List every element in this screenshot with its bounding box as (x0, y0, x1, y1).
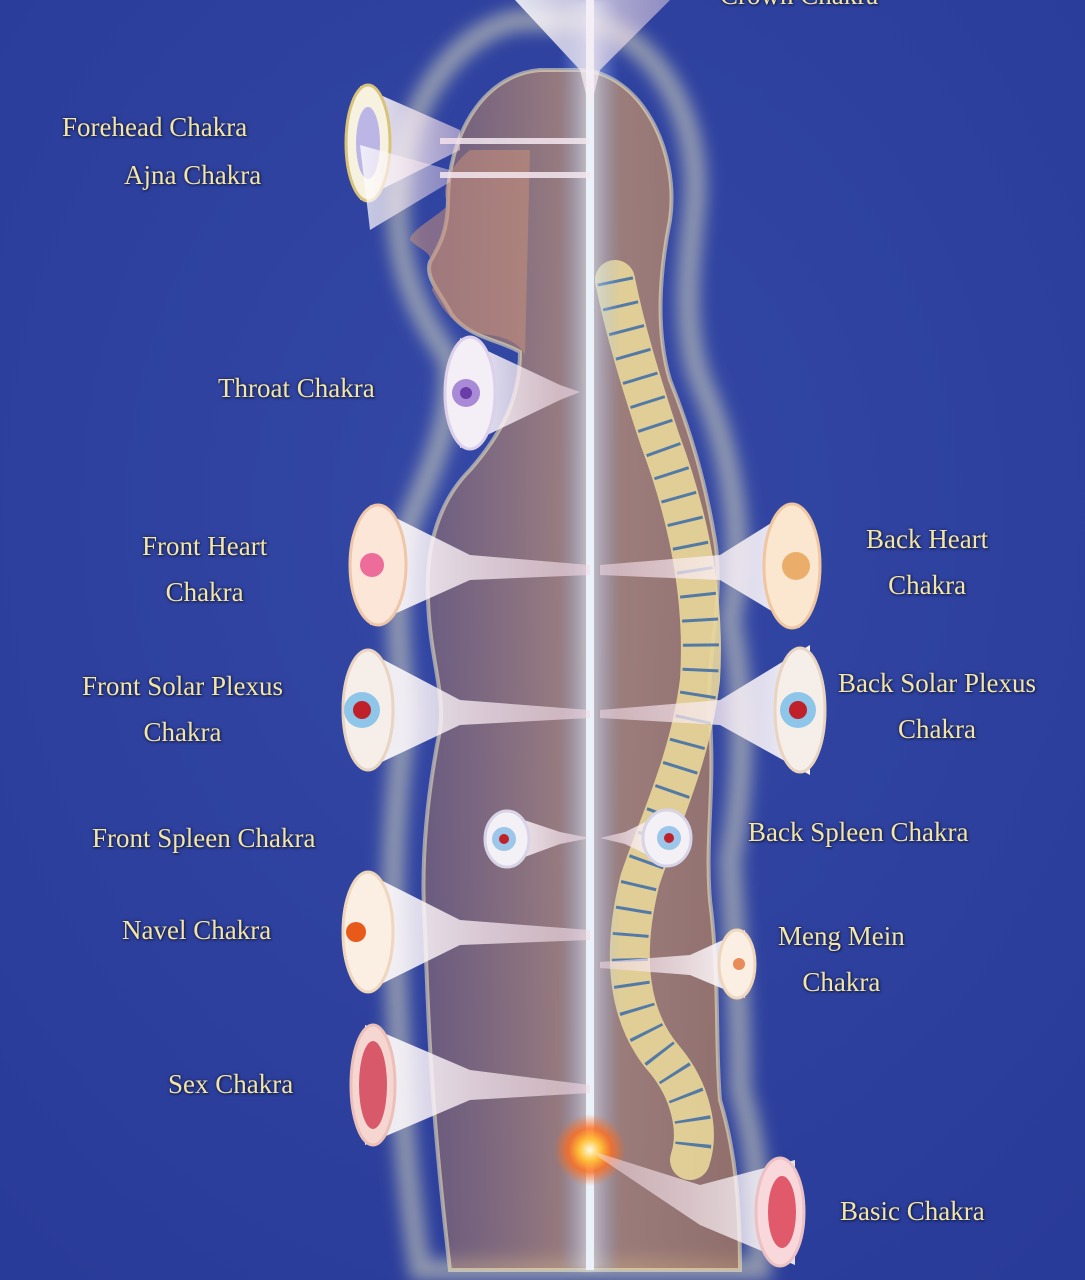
front-heart-chakra-label: Front Heart Chakra (142, 531, 268, 607)
crown-chakra-label: Crown Chakra (720, 0, 878, 18)
front-spleen-chakra (483, 809, 590, 869)
meng-mein-chakra-label: Meng Mein Chakra (778, 921, 905, 997)
meng-mein-chakra (600, 928, 757, 1000)
ajna-chakra-label: Ajna Chakra (124, 160, 262, 190)
navel-chakra-label: Navel Chakra (122, 915, 272, 945)
basic-chakra (595, 1152, 806, 1268)
back-solar-plexus-chakra (600, 645, 827, 775)
basic-chakra-glow (554, 1114, 626, 1186)
back-heart-chakra (600, 502, 822, 630)
sex-chakra-label: Sex Chakra (168, 1069, 294, 1099)
front-spleen-chakra-label: Front Spleen Chakra (92, 823, 316, 853)
central-channel (586, 0, 594, 1270)
sex-chakra (349, 1023, 590, 1147)
face-profile (410, 150, 530, 355)
spine (595, 260, 721, 1180)
back-spleen-chakra (600, 808, 693, 868)
front-heart-chakra (348, 503, 590, 627)
crown-chakra-cone (515, 0, 670, 110)
ajna-chakra (360, 145, 590, 230)
navel-chakra (341, 870, 590, 994)
throat-chakra (443, 335, 580, 451)
basic-chakra-label: Basic Chakra (840, 1196, 985, 1226)
back-heart-chakra-label: Back Heart Chakra (866, 524, 989, 600)
forehead-chakra-label: Forehead Chakra (62, 112, 248, 142)
front-solar-plexus-chakra-label: Front Solar Plexus Chakra (82, 671, 284, 747)
throat-chakra-label: Throat Chakra (218, 373, 375, 403)
front-solar-plexus-chakra (341, 648, 590, 772)
back-spleen-chakra-label: Back Spleen Chakra (748, 817, 969, 847)
back-solar-plexus-chakra-label: Back Solar Plexus Chakra (838, 668, 1036, 744)
